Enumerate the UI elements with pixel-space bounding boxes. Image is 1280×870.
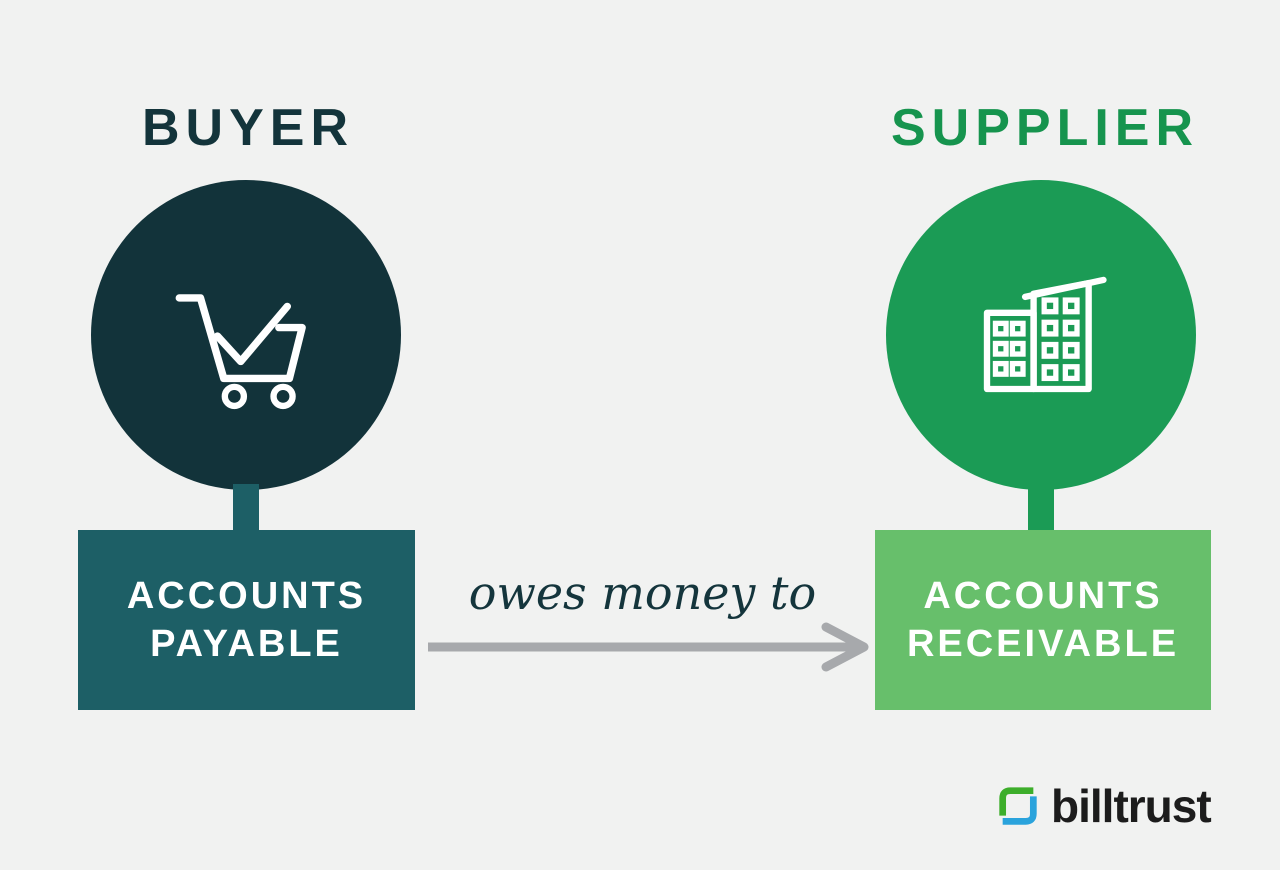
accounts-payable-line2: PAYABLE [150, 623, 343, 665]
relation-label: owes money to [468, 566, 817, 620]
buyer-title: BUYER [141, 99, 355, 157]
owes-arrow-icon [428, 622, 869, 672]
billtrust-logo-text: billtrust [1051, 780, 1212, 832]
accounts-receivable-box: ACCOUNTS RECEIVABLE [875, 530, 1211, 710]
accounts-payable-box: ACCOUNTS PAYABLE [78, 530, 415, 710]
buyer-circle [91, 180, 401, 490]
billtrust-mark-icon [995, 783, 1041, 829]
supplier-title: SUPPLIER [890, 99, 1200, 157]
shopping-cart-check-icon [156, 245, 336, 425]
billtrust-logo: billtrust [995, 779, 1212, 833]
supplier-circle [886, 180, 1196, 490]
office-building-icon [951, 245, 1131, 425]
supplier-connector [1028, 484, 1054, 534]
buyer-connector [233, 484, 259, 534]
accounts-receivable-line2: RECEIVABLE [906, 623, 1180, 665]
accounts-payable-line1: ACCOUNTS [126, 575, 367, 617]
accounts-receivable-line1: ACCOUNTS [923, 575, 1163, 617]
